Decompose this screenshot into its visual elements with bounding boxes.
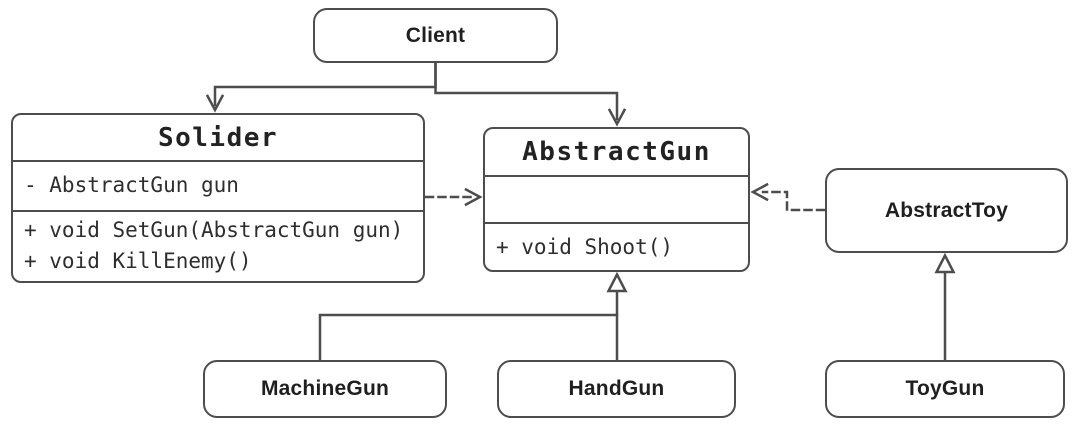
edge-client-to-abstractgun [434,61,627,127]
node-toygun-label: ToyGun [905,377,985,400]
class-method: + void SetGun(AbstractGun gun) [24,218,404,243]
node-abstractgun: AbstractGun + void Shoot() [483,127,750,272]
edge-abstracttoy-to-abstractgun-dependency [750,182,826,212]
class-method: + void KillEnemy() [24,249,252,274]
open-arrowhead-icon [205,94,225,113]
edge-machinegun-to-abstractgun [318,313,619,361]
node-solider-attributes: - AbstractGun gun [13,160,423,210]
edge-client-to-solider [205,61,437,113]
node-client: Client [313,8,558,63]
class-attribute: - AbstractGun gun [24,173,239,198]
node-solider-methods: + void SetGun(AbstractGun gun) + void Ki… [13,209,423,282]
edge-toygun-to-abstracttoy-inheritance [934,252,956,361]
hollow-triangle-arrowhead-icon [606,271,628,293]
node-machinegun-label: MachineGun [260,377,389,400]
node-machinegun: MachineGun [203,360,447,418]
node-abstracttoy-label: AbstractToy [884,198,1009,222]
open-arrowhead-icon [607,108,627,127]
node-handgun-label: HandGun [568,377,665,400]
open-arrowhead-icon [750,182,769,202]
edge-handgun-to-abstractgun-inheritance [606,271,628,361]
hollow-triangle-arrowhead-icon [934,252,956,274]
edge-solider-to-abstractgun-dependency [424,187,483,207]
node-solider: Solider - AbstractGun gun + void SetGun(… [11,113,425,283]
class-method: + void Shoot() [496,234,674,259]
node-client-label: Client [405,23,466,47]
node-toygun: ToyGun [825,360,1065,418]
node-solider-title: Solider [157,122,279,153]
node-abstracttoy: AbstractToy [825,168,1068,253]
node-abstractgun-attributes [485,174,748,223]
open-arrowhead-icon [464,187,483,207]
node-abstractgun-methods: + void Shoot() [485,222,748,270]
node-abstractgun-title: AbstractGun [522,136,711,167]
node-handgun: HandGun [497,360,736,418]
